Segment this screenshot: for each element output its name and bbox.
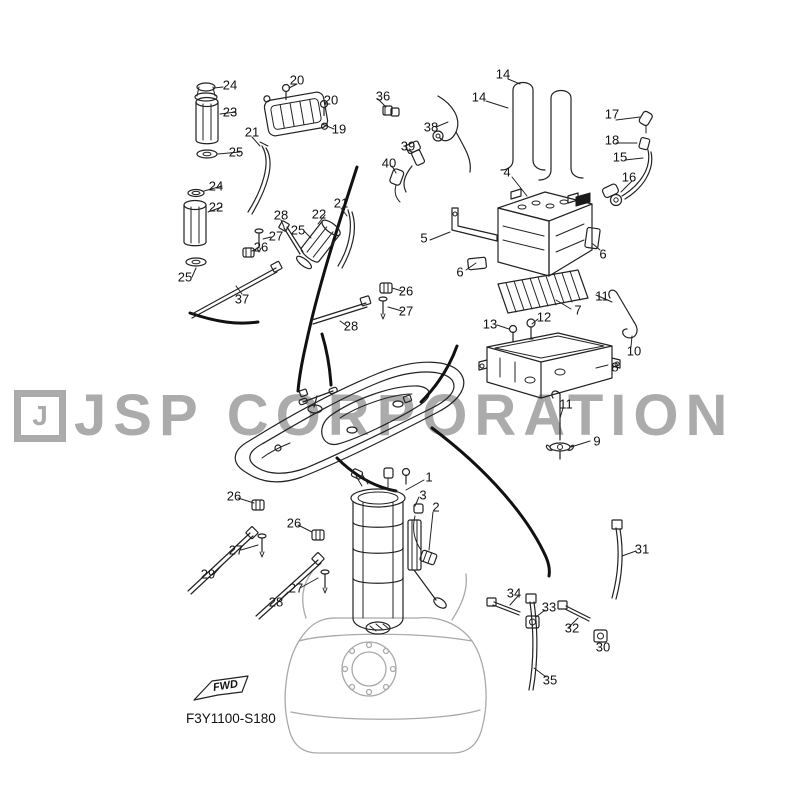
callout-35: 35	[542, 672, 558, 688]
callout-28: 28	[268, 594, 284, 610]
callout-18: 18	[604, 132, 620, 148]
callout-3: 3	[419, 487, 427, 503]
watermark-text: JSP CORPORATION	[74, 383, 735, 448]
watermark: J JSP CORPORATION	[14, 382, 734, 449]
callout-38: 38	[423, 119, 439, 135]
ecu-unit-drawing	[263, 83, 329, 137]
callout-39: 39	[400, 138, 416, 154]
callout-15: 15	[612, 149, 628, 165]
plug-cap-assembly-2	[183, 188, 207, 267]
battery-drawing	[497, 188, 593, 277]
battery-tray-drawing	[478, 332, 621, 399]
callout-27: 27	[268, 228, 284, 244]
lead-wire-38	[432, 95, 471, 173]
callout-14: 14	[471, 89, 487, 105]
callout-36: 36	[375, 88, 391, 104]
callout-25: 25	[228, 144, 244, 160]
callout-12: 12	[536, 309, 552, 325]
tie-cluster-bottom-right	[486, 519, 623, 691]
bracket-plate-5	[451, 207, 498, 242]
clip-screw-cluster-left	[242, 220, 304, 258]
callout-31: 31	[634, 541, 650, 557]
callout-5: 5	[420, 230, 428, 246]
callout-29: 29	[200, 566, 216, 582]
callout-8: 8	[611, 359, 619, 375]
diagram-code: F3Y1100-S180	[186, 711, 276, 726]
callout-6: 6	[599, 246, 607, 262]
callout-24: 24	[222, 77, 238, 93]
callout-1: 1	[425, 469, 433, 485]
fwd-label: FWD	[212, 678, 239, 694]
callout-37: 37	[234, 291, 250, 307]
callout-30: 30	[595, 639, 611, 655]
callout-25: 25	[290, 222, 306, 238]
callout-27: 27	[228, 542, 244, 558]
callout-26: 26	[226, 488, 242, 504]
callout-25: 25	[177, 269, 193, 285]
callout-20: 20	[323, 92, 339, 108]
callout-23: 23	[222, 104, 238, 120]
callout-4: 4	[503, 164, 511, 180]
damper-pads-6	[467, 226, 601, 271]
callout-28: 28	[273, 207, 289, 223]
callout-22: 22	[311, 206, 327, 222]
callout-13: 13	[482, 316, 498, 332]
fuel-pump-assembly	[350, 467, 447, 635]
clamp-36	[382, 105, 400, 117]
hull-drawing	[234, 361, 465, 483]
battery-bracket-drawings	[500, 81, 584, 181]
watermark-logo: J	[14, 389, 66, 442]
callout-7: 7	[574, 302, 582, 318]
callout-26: 26	[398, 283, 414, 299]
callout-16: 16	[621, 169, 637, 185]
callout-19: 19	[331, 121, 347, 137]
callout-32: 32	[564, 620, 580, 636]
callout-27: 27	[288, 580, 304, 596]
callout-17: 17	[604, 106, 620, 122]
battery-cable-drawings	[601, 110, 653, 207]
callout-11: 11	[559, 396, 573, 412]
callout-22: 22	[208, 199, 224, 215]
callout-2: 2	[432, 499, 440, 515]
callout-33: 33	[541, 599, 557, 615]
plug-cap-assembly-1	[194, 82, 219, 159]
callout-9: 9	[593, 433, 601, 449]
callout-10: 10	[626, 343, 642, 359]
cable-tie-37	[191, 260, 283, 319]
callout-26: 26	[286, 515, 302, 531]
callout-40: 40	[381, 155, 397, 171]
callout-26: 26	[253, 239, 269, 255]
callout-21: 21	[244, 124, 260, 140]
corrugated-damper-7	[497, 269, 589, 314]
callout-20: 20	[289, 72, 305, 88]
callout-11: 11	[595, 288, 609, 304]
callout-6: 6	[456, 264, 464, 280]
callout-14: 14	[495, 66, 511, 82]
resistor-cord-drawings	[247, 141, 355, 269]
callout-21: 21	[333, 195, 349, 211]
callout-24: 24	[208, 178, 224, 194]
callout-34: 34	[506, 585, 522, 601]
callout-28: 28	[343, 318, 359, 334]
fuel-tank-drawing	[284, 571, 487, 754]
fwd-arrow: FWD	[193, 675, 249, 701]
callout-27: 27	[398, 303, 414, 319]
callout-leader-lines	[191, 78, 644, 678]
